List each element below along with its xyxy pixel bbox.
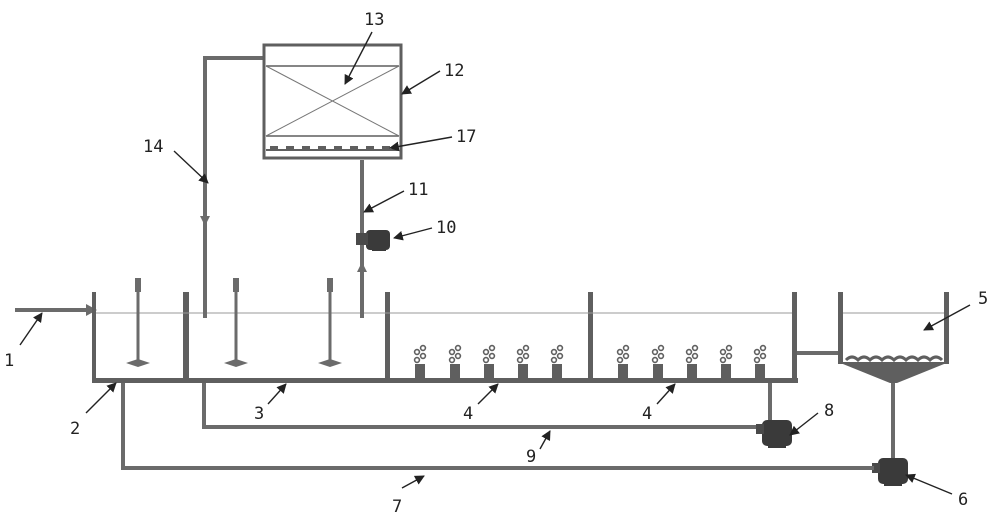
- settling-tank: [838, 292, 949, 383]
- agitator: [224, 278, 248, 367]
- diffuser: [753, 344, 767, 378]
- return-pipe-14: [203, 56, 264, 318]
- main-tank: [92, 292, 798, 383]
- pump-8: [756, 420, 792, 448]
- diffuser: [719, 344, 733, 378]
- flow-arrow-up: [357, 262, 367, 272]
- diffuser: [616, 344, 630, 378]
- diffuser: [685, 344, 699, 378]
- label-5: 5: [978, 289, 988, 309]
- label-11: 11: [408, 180, 428, 200]
- label-2: 2: [70, 419, 80, 439]
- diffuser: [550, 344, 564, 378]
- sludge-return-pipe-7: [121, 383, 874, 470]
- label-6: 6: [958, 490, 968, 510]
- pump-10: [356, 230, 390, 251]
- label-8: 8: [824, 401, 834, 421]
- label-9: 9: [526, 447, 536, 467]
- leader-lines: [19, 31, 971, 495]
- label-10: 10: [436, 218, 456, 238]
- label-12: 12: [444, 61, 464, 81]
- diffuser: [516, 344, 530, 378]
- diffuser: [651, 344, 665, 378]
- agitator: [126, 278, 150, 367]
- diffuser-group: [413, 344, 767, 378]
- label-13: 13: [364, 10, 384, 30]
- diffuser: [482, 344, 496, 378]
- agitator: [318, 278, 342, 367]
- diffuser: [448, 344, 462, 378]
- label-4-right: 4: [642, 404, 652, 424]
- flow-arrow-down: [200, 216, 210, 226]
- treatment-unit-12: [262, 43, 403, 160]
- recirculation-pipe-9: [202, 383, 760, 429]
- label-3: 3: [254, 404, 264, 424]
- label-4-left: 4: [463, 404, 473, 424]
- distributor-17: [270, 146, 390, 149]
- label-17: 17: [456, 127, 476, 147]
- label-7: 7: [392, 497, 402, 517]
- label-1: 1: [4, 351, 14, 371]
- inlet-pipe: [15, 304, 97, 316]
- pump-6: [872, 458, 908, 486]
- diffuser: [413, 344, 427, 378]
- number-labels: 1 2 3 4 4 5 6 7 8 9 10 11 12 13 14 17: [4, 10, 988, 517]
- label-14: 14: [143, 137, 163, 157]
